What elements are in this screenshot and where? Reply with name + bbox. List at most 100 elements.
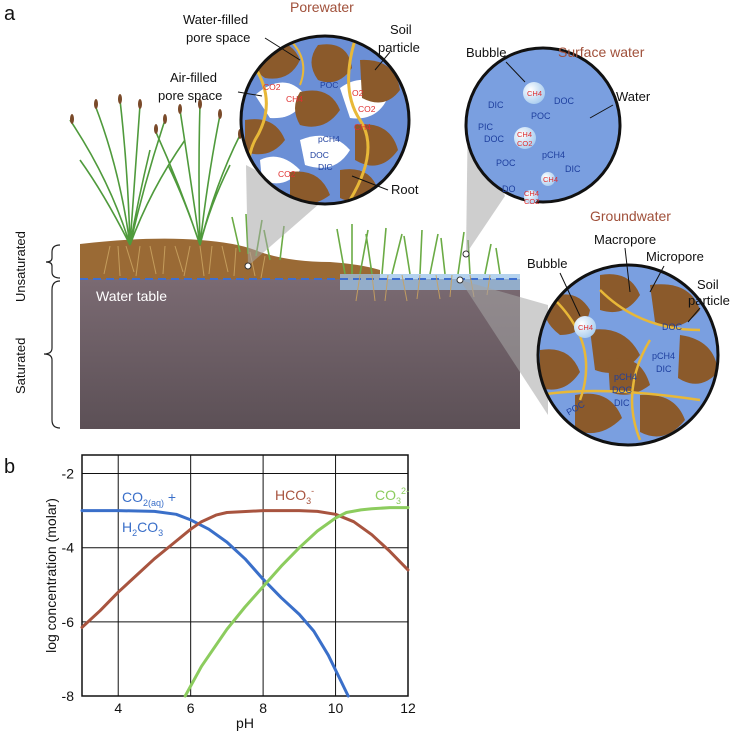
series-label-co2-line2: H2CO3 xyxy=(122,519,163,538)
groundwater-title: Groundwater xyxy=(590,208,671,224)
groundwater-zoom xyxy=(536,263,720,447)
callout-text: Water xyxy=(616,89,651,104)
species-label: CO2 xyxy=(263,82,281,92)
panel-a-letter: a xyxy=(4,3,16,25)
surface-callouts: Bubble Water xyxy=(466,45,651,104)
callout-text: particle xyxy=(378,40,420,55)
series-label-hco3: HCO3- xyxy=(275,486,314,506)
species-label: CO2 xyxy=(358,104,376,114)
species-label: DOC xyxy=(554,96,575,106)
species-label: pCH4 xyxy=(542,150,565,160)
callout-text: Air-filled xyxy=(170,70,217,85)
species-label: pCH4 xyxy=(652,351,675,361)
gas-label: CH4 xyxy=(524,189,539,198)
surface-leader-lines xyxy=(505,61,614,119)
x-tick-label: 4 xyxy=(114,700,122,716)
callout-text: Bubble xyxy=(466,45,506,60)
y-tick-label: -8 xyxy=(62,688,75,704)
gas-bubble xyxy=(541,172,555,186)
species-label: CH4 xyxy=(286,94,303,104)
series-line-2 xyxy=(183,506,410,698)
cattail-heads xyxy=(70,94,242,139)
y-tick-label: -6 xyxy=(62,614,75,630)
gas-label: CH4 xyxy=(527,89,542,98)
species-label: DOC xyxy=(484,134,505,144)
groundwater-leader-lines xyxy=(559,247,701,323)
y-axis-label: log concentration (molar) xyxy=(43,498,59,653)
series-line-1 xyxy=(80,509,410,629)
species-label: POC xyxy=(531,111,551,121)
series-label-co2-line1: CO2(aq) + xyxy=(122,489,176,508)
gas-label: CO2 xyxy=(517,139,532,148)
tall-grass-clumps xyxy=(69,99,241,246)
species-label: POC xyxy=(496,158,516,168)
callout-text: Soil xyxy=(390,22,412,37)
x-tick-label: 6 xyxy=(187,700,195,716)
unsaturated-soil xyxy=(80,238,380,279)
porewater-title: Porewater xyxy=(290,0,354,15)
surface-species: DIC DOC POC PIC DOC pCH4 POC DIC DO xyxy=(478,96,581,194)
x-tick-label: 12 xyxy=(400,700,416,716)
species-label: DIC xyxy=(488,100,504,110)
porewater-sample-point xyxy=(244,262,252,270)
bubble-gas-labels: CH4 CH4 CO2 CH4 CH4 CO2 xyxy=(517,89,558,206)
gas-bubble xyxy=(524,190,538,204)
species-label: DOC xyxy=(310,150,329,160)
water-table-label: Water table xyxy=(96,288,167,304)
species-label: DIC xyxy=(565,164,581,174)
groundwater-callouts: Macropore Micropore Bubble Soil particle xyxy=(527,232,730,308)
callout-text: pore space xyxy=(186,30,250,45)
callout-text: Soil xyxy=(697,277,719,292)
porewater-species: CO2 CH4 POC O2 CO2 pCH4 CH4 DOC DIC CO2 xyxy=(263,80,376,179)
ground-sample-point xyxy=(456,276,464,284)
species-label: O2 xyxy=(352,88,364,98)
unsaturated-label: Unsaturated xyxy=(13,231,28,302)
surface-sample-point xyxy=(462,250,470,258)
callout-text: Water-filled xyxy=(183,12,248,27)
species-label: POC xyxy=(320,80,338,90)
gas-bubble xyxy=(514,127,536,149)
gas-bubble xyxy=(574,316,596,338)
species-label: DIC xyxy=(318,162,333,172)
species-label: CH4 xyxy=(578,323,593,332)
gas-label: CH4 xyxy=(517,130,532,139)
callout-text: particle xyxy=(688,293,730,308)
species-label: DIC xyxy=(614,398,630,408)
x-axis-label: pH xyxy=(236,715,254,731)
roots xyxy=(103,245,491,302)
x-tick-label: 10 xyxy=(328,700,344,716)
callout-text: Root xyxy=(391,182,419,197)
surface-water-layer xyxy=(340,274,520,290)
species-label: pCH4 xyxy=(318,134,340,144)
y-tick-label: -2 xyxy=(62,466,75,482)
callout-text: Macropore xyxy=(594,232,656,247)
species-label: pCH4 xyxy=(614,372,637,382)
callout-text: Micropore xyxy=(646,249,704,264)
species-label: DOC xyxy=(612,385,633,395)
callout-text: Bubble xyxy=(527,256,567,271)
porewater-callouts: Water-filled pore space Air-filled pore … xyxy=(158,12,420,197)
species-label: DO xyxy=(502,184,516,194)
gas-label: CH4 xyxy=(543,175,558,184)
side-braces xyxy=(43,244,61,429)
x-tick-label: 8 xyxy=(259,700,267,716)
saturated-zone xyxy=(80,279,520,429)
gas-bubble xyxy=(523,82,545,104)
species-label: PIC xyxy=(478,122,494,132)
surface-water-title: Surface water xyxy=(558,44,645,60)
saturated-label: Saturated xyxy=(13,338,28,394)
sedge-grass xyxy=(231,213,501,275)
species-label: DIC xyxy=(656,364,672,374)
series-line-0 xyxy=(80,509,350,698)
y-tick-label: -4 xyxy=(62,540,75,556)
gas-label: CO2 xyxy=(524,197,539,206)
ground-zoom-cone xyxy=(460,280,548,415)
porewater-zoom xyxy=(239,34,411,206)
speciation-chart: 4 6 8 10 12 -2 -4 -6 -8 pH log concentration (mola… xyxy=(43,454,416,731)
panel-b-letter: b xyxy=(4,456,15,478)
porewater-leader-lines xyxy=(237,37,391,191)
porewater-zoom-cone xyxy=(246,165,319,266)
species-label: CH4 xyxy=(354,122,371,132)
species-label: CO2 xyxy=(278,169,296,179)
